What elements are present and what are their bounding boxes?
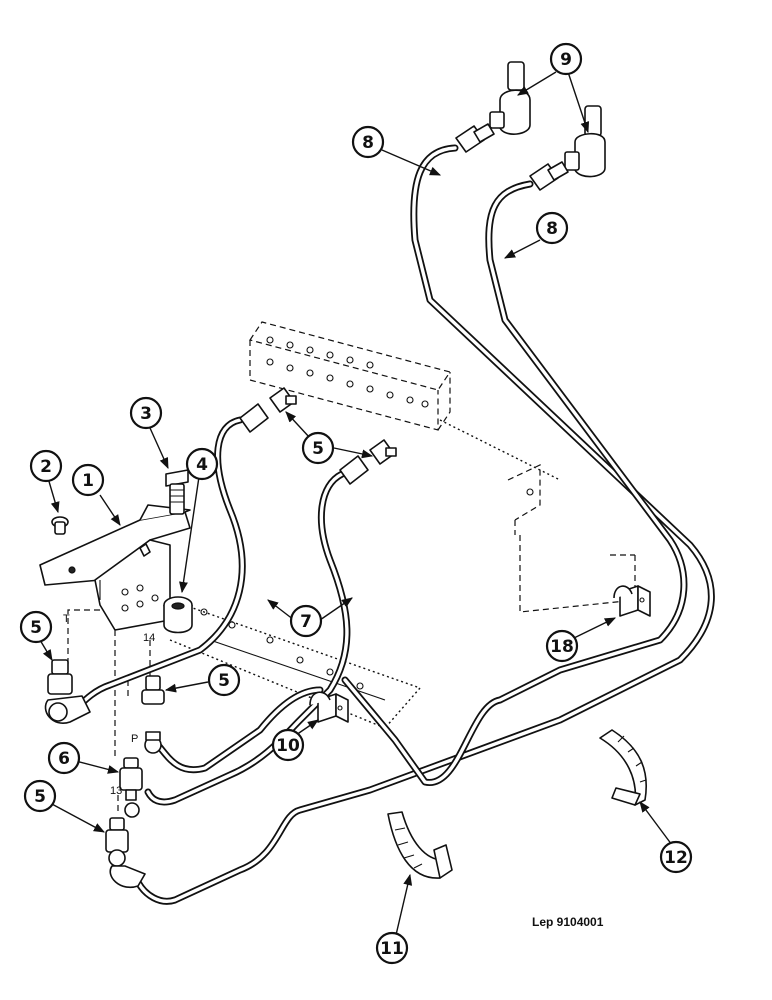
port-labels: T 14 P 13 [63,613,155,797]
svg-text:5: 5 [312,439,324,459]
callout-4: 4 [185,447,219,481]
svg-text:6: 6 [58,749,70,769]
callout-5-left: 5 [19,610,53,644]
port-label-14: 14 [143,632,155,644]
elbow-fitting-lower [564,105,606,178]
drawing-reference: Lep 9104001 [532,915,604,929]
callout-12: 12 [659,840,693,874]
port-label-13: 13 [110,785,122,797]
svg-text:3: 3 [140,404,152,424]
bracket-part-1 [39,504,191,631]
callout-2: 2 [29,449,63,483]
pipes [76,144,715,905]
callout-8-upper: 8 [351,125,385,159]
clip-part-10 [309,691,349,723]
svg-text:9: 9 [560,50,572,70]
fitting-5-lower [105,817,146,889]
svg-text:8: 8 [362,133,374,153]
leader-arrows [39,71,673,936]
callout-9: 9 [549,42,583,76]
svg-text:5: 5 [34,787,46,807]
svg-text:10: 10 [276,736,300,756]
callout-1: 1 [71,463,105,497]
fitting-5-top-b [339,439,397,485]
svg-text:11: 11 [380,939,404,959]
rivet-part-2 [51,516,69,535]
callout-3: 3 [129,396,163,430]
elbow-fitting-upper [489,61,531,135]
svg-text:5: 5 [30,618,42,638]
callout-8-lower: 8 [535,211,569,245]
callout-5-lower: 5 [23,779,57,813]
grommet-part-4 [163,596,193,634]
svg-text:5: 5 [218,671,230,691]
port-label-p: P [131,733,138,745]
callout-18: 18 [545,629,579,663]
fitting-5-top-a [239,387,297,433]
callouts: 1 2 3 4 5 5 5 5 6 7 8 8 9 10 11 12 18 [19,42,693,965]
pipe-8-nut-right [529,161,569,191]
strap-part-11 [387,811,453,879]
fitting-5-middle [141,675,165,754]
pipe-8-nut-left [455,123,495,153]
svg-text:4: 4 [196,455,208,475]
clip-part-18 [613,585,651,617]
callout-6: 6 [47,741,81,775]
svg-text:1: 1 [82,471,94,491]
adapter-part-6 [119,757,143,818]
callout-10: 10 [271,728,305,762]
fitting-5-left [44,659,91,724]
svg-text:12: 12 [664,848,688,868]
svg-text:18: 18 [550,637,574,657]
svg-text:2: 2 [40,457,52,477]
callout-11: 11 [375,931,409,965]
bolt-part-3 [165,469,189,515]
callout-5-top: 5 [301,431,335,465]
svg-text:7: 7 [300,612,312,632]
port-label-t: T [63,613,70,625]
callout-5-middle: 5 [207,663,241,697]
svg-text:8: 8 [546,219,558,239]
strap-part-12 [599,729,647,806]
callout-7: 7 [289,604,323,638]
